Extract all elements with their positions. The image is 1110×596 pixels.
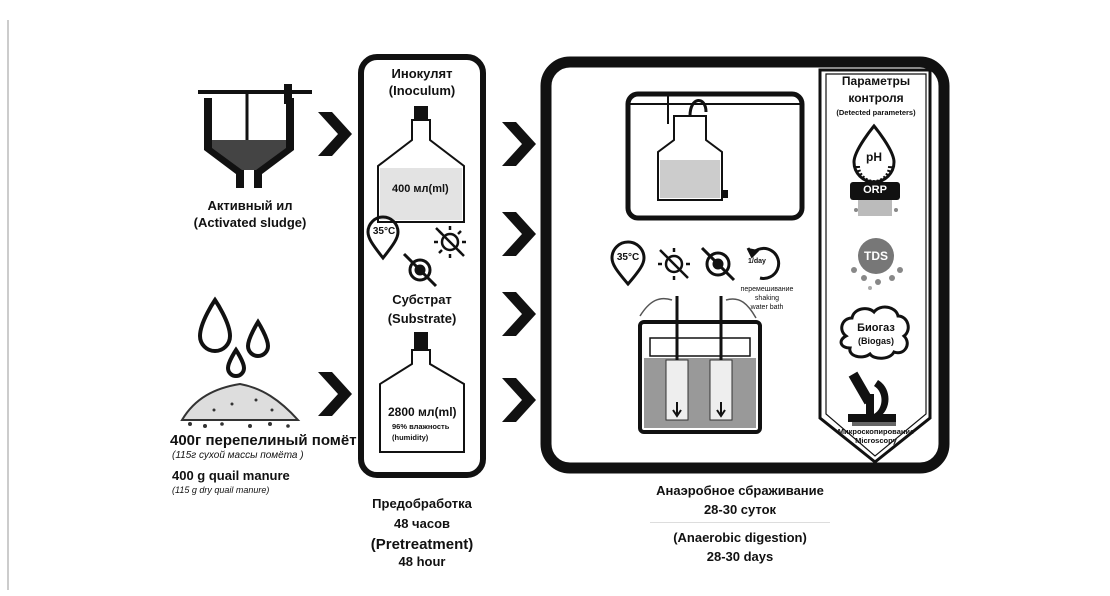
tds-meter-icon: [851, 238, 903, 290]
microscopy-label-ru: Микроскопирование: [837, 427, 915, 436]
digestion-no-light-icon: [658, 248, 690, 280]
digestion-temperature-icon: [610, 240, 646, 287]
digestion-caption-divider: [650, 522, 830, 523]
no-stirring-icon: [402, 252, 438, 288]
inoculum-label-ru: Инокулят: [391, 66, 453, 81]
manure-sub-en: (115 g dry quail manure): [172, 485, 270, 495]
arrow-pre-2-icon: [502, 212, 536, 256]
tds-label: TDS: [864, 249, 888, 263]
manure-label-en: 400 g quail manure: [172, 468, 290, 483]
substrate-bottle-icon: [379, 332, 465, 453]
biogas-label-ru: Биогаз: [857, 322, 895, 334]
arrow-manure-icon: [318, 372, 352, 416]
mixing-label-ru: перемешивание: [740, 286, 794, 293]
incubator-icon: [625, 91, 805, 221]
manure-pile-icon: [180, 382, 301, 428]
parameters-title-en: (Detected parameters): [836, 108, 916, 117]
substrate-label-en: (Substrate): [387, 311, 457, 326]
mixing-rate: 1/day: [748, 258, 766, 265]
arrow-pre-4-icon: [502, 378, 536, 422]
biogas-label-en: (Biogas): [858, 336, 894, 346]
orp-probe-icon: [850, 182, 900, 216]
manure-sub-ru: (115г сухой массы помёта ): [172, 450, 304, 461]
biogas-cloud-icon: [839, 305, 910, 360]
digestion-caption-en: (Anaerobic digestion): [673, 530, 807, 545]
digestion-time-en: 28-30 days: [706, 549, 774, 564]
digestion-box: [540, 56, 950, 474]
pretreatment-time-en: 48 hour: [398, 554, 446, 569]
digestion-time-ru: 28-30 суток: [703, 502, 777, 517]
ph-label: pH: [866, 150, 882, 164]
no-light-icon: [434, 226, 466, 258]
shaking-cycle-icon: [746, 246, 781, 280]
temperature-pin-icon: [366, 215, 400, 261]
mixing-label-en-2: water bath: [750, 304, 784, 311]
inoculum-bottle-icon: [377, 106, 465, 223]
humidity-label-2: (humidity): [392, 433, 429, 442]
humidity-label-1: 96% влажность: [392, 422, 450, 431]
substrate-label-ru: Субстрат: [392, 292, 452, 307]
substrate-volume: 2800 мл(ml): [388, 405, 457, 419]
inoculum-volume: 400 мл(ml): [392, 183, 449, 195]
sludge-tank-icon: [198, 84, 312, 188]
arrow-sludge-icon: [318, 112, 352, 156]
pretreatment-time-ru: 48 часов: [393, 516, 450, 531]
mixing-label-en-1: shaking: [754, 295, 780, 302]
sludge-label-en: (Activated sludge): [193, 215, 307, 230]
pretreatment-caption-ru: Предобработка: [372, 496, 472, 511]
manure-label-ru: 400г перепелиный помёт: [170, 432, 357, 449]
pretreatment-caption-en: (Pretreatment): [370, 536, 474, 553]
arrow-pre-1-icon: [502, 122, 536, 166]
inoculum-label-en: (Inoculum): [388, 83, 456, 98]
microscopy-label-en: Microscopy: [855, 436, 897, 445]
pretreatment-temperature: 35°C: [372, 226, 396, 237]
arrow-pre-3-icon: [502, 292, 536, 336]
digestion-no-stirring-icon: [700, 246, 736, 282]
water-drops-icon: [197, 296, 271, 378]
water-bath-icon: [638, 296, 762, 434]
sludge-label-ru: Активный ил: [207, 198, 293, 213]
digestion-caption-ru: Анаэробное сбраживание: [656, 483, 824, 498]
parameters-title-1: Параметры: [841, 74, 911, 88]
digestion-temperature: 35°C: [616, 252, 640, 263]
orp-label: ORP: [863, 184, 887, 196]
microscope-icon: [848, 371, 896, 426]
pretreatment-box: [358, 54, 486, 478]
parameters-title-2: контроля: [848, 91, 904, 105]
